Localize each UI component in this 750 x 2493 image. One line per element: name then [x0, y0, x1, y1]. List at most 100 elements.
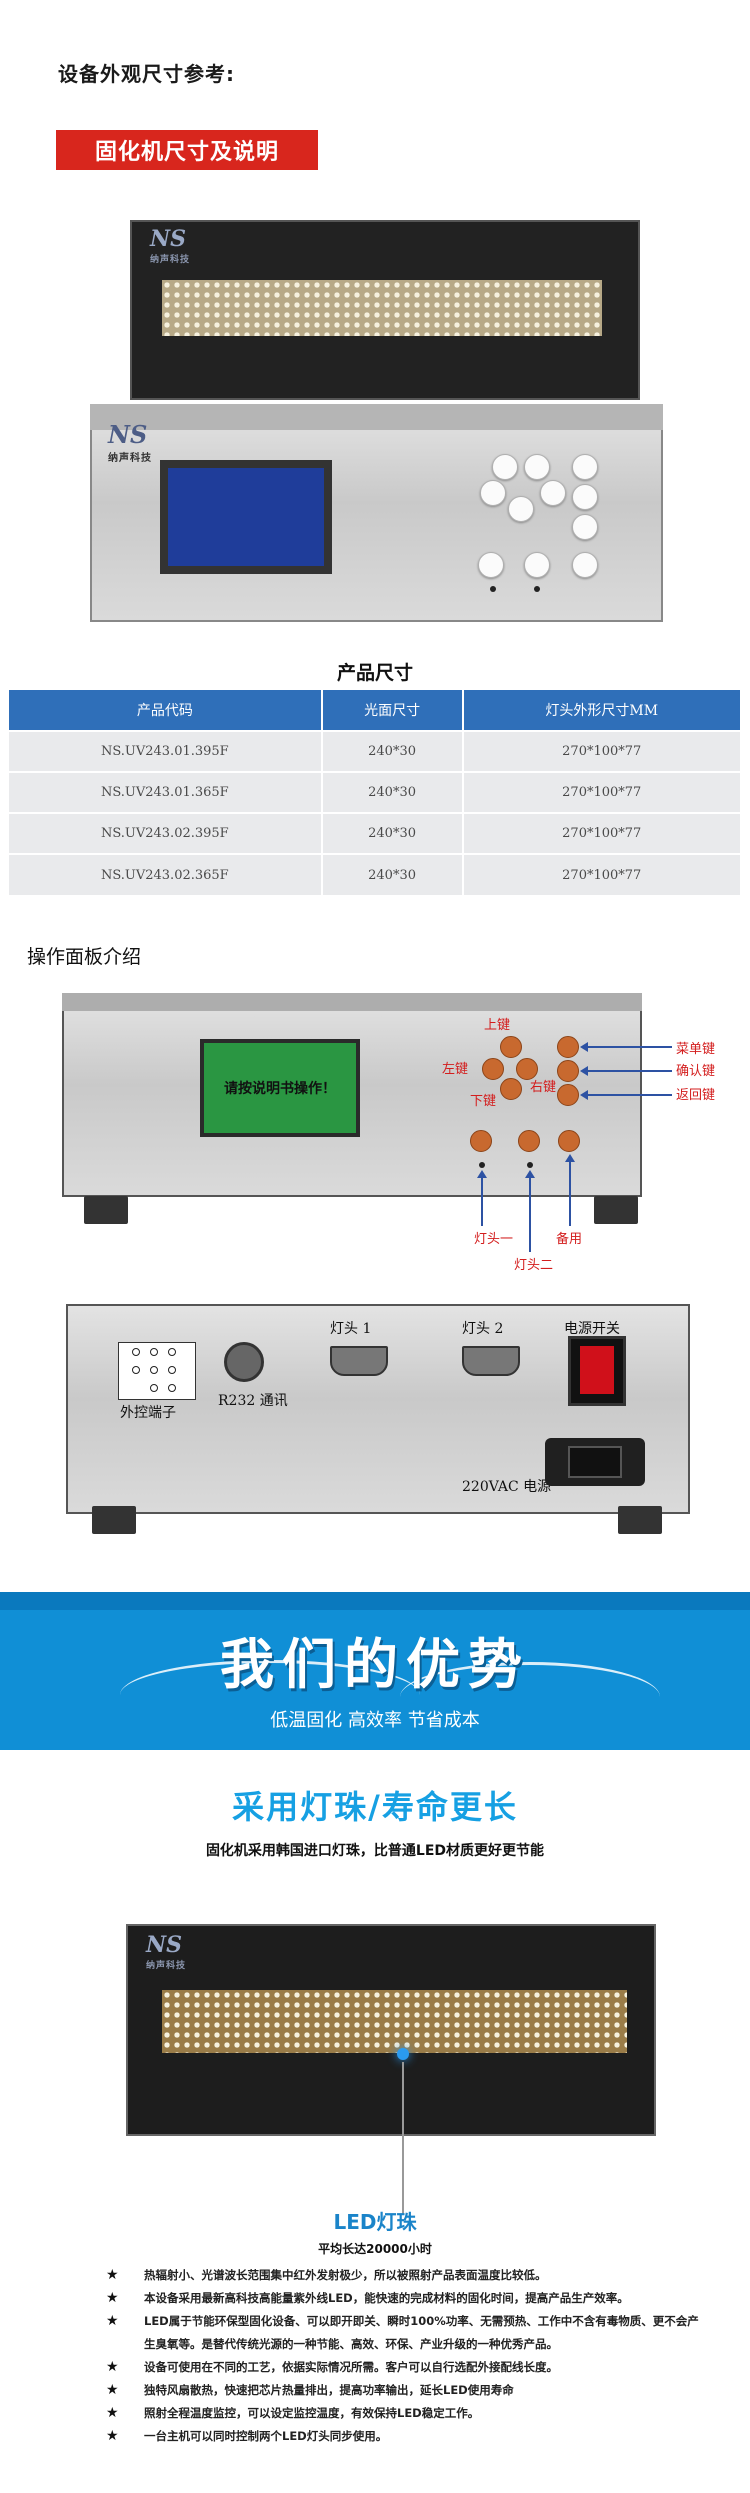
terminal-pin: [132, 1348, 140, 1356]
panel-button: [572, 454, 598, 480]
column-header: 光面尺寸: [321, 690, 464, 731]
panel-button: [572, 484, 598, 510]
front-panel-top-edge: [62, 993, 642, 1011]
list-item: ★一台主机可以同时控制两个LED灯头同步使用。: [106, 2425, 706, 2448]
star-icon: ★: [106, 2313, 119, 2329]
panel-button: [572, 514, 598, 540]
table-cell: 270*100*77: [462, 771, 742, 813]
column-header: 灯头外形尺寸MM: [462, 690, 742, 731]
left-key: [482, 1058, 504, 1080]
table-cell: NS.UV243.01.365F: [9, 771, 323, 813]
panel-button: [492, 454, 518, 480]
advantage-title: 采用灯珠/寿命更长: [232, 1788, 518, 1826]
size-table: 产品代码 光面尺寸 灯头外形尺寸MM NS.UV243.01.395F 240*…: [9, 690, 742, 895]
table-row: NS.UV243.01.395F 240*30 270*100*77: [9, 730, 742, 772]
panel-section-title: 操作面板介绍: [27, 946, 142, 968]
confirm-key-label: 确认键: [676, 1064, 716, 1079]
confirm-key: [557, 1060, 579, 1082]
column-header: 产品代码: [9, 690, 323, 731]
table-row: NS.UV243.02.365F 240*30 270*100*77: [9, 853, 742, 895]
terminal-pin: [150, 1348, 158, 1356]
device-foot: [594, 1196, 638, 1224]
terminal-pin: [168, 1384, 176, 1392]
lamp1-key-label: 灯头一: [474, 1232, 514, 1247]
star-icon: ★: [106, 2382, 119, 2398]
table-cell: 270*100*77: [462, 853, 742, 895]
rs232-port: [224, 1342, 264, 1382]
lamp1-port-label: 灯头 1: [330, 1321, 372, 1337]
device-foot: [92, 1506, 136, 1534]
banner-swoosh: [120, 1660, 420, 1730]
spare-key-label: 备用: [556, 1232, 583, 1247]
device-foot: [84, 1196, 128, 1224]
spare-key-arrow: [565, 1154, 575, 1226]
table-cell: 240*30: [321, 771, 464, 813]
list-item: ★本设备采用最新高科技高能量紫外线LED，能快速的完成材料的固化时间，提高产品生…: [106, 2287, 706, 2310]
power-socket-label: 220VAC 电源: [462, 1479, 552, 1495]
section-title: 设备外观尺寸参考:: [58, 62, 235, 86]
lamp1-port: [330, 1346, 388, 1376]
lamp2-key: [518, 1130, 540, 1152]
terminal-pin: [150, 1384, 158, 1392]
back-key-arrow: [580, 1090, 672, 1100]
table-caption: 产品尺寸: [336, 662, 413, 684]
lcd-screen: [160, 460, 332, 574]
controller-top-edge: [90, 404, 663, 430]
lamp2-port: [462, 1346, 520, 1376]
table-cell: 240*30: [321, 812, 464, 854]
down-key-label: 下键: [470, 1094, 497, 1109]
list-item: ★照射全程温度监控，可以设定监控温度，有效保持LED稳定工作。: [106, 2402, 706, 2425]
back-key-label: 返回键: [676, 1088, 716, 1103]
down-key: [500, 1078, 522, 1100]
device-foot: [618, 1506, 662, 1534]
table-row: NS.UV243.01.365F 240*30 270*100*77: [9, 771, 742, 813]
list-item: ★设备可使用在不同的工艺，依据实际情况所需。客户可以自行选配外接配线长度。: [106, 2356, 706, 2379]
left-key-label: 左键: [442, 1062, 469, 1077]
right-key-label: 右键: [530, 1080, 557, 1095]
terminal-label: 外控端子: [120, 1405, 176, 1421]
star-icon: ★: [106, 2359, 119, 2375]
table-cell: 240*30: [321, 730, 464, 772]
led-array: [162, 280, 602, 336]
spare-key: [558, 1130, 580, 1152]
list-item: ★独特风扇散热，快速把芯片热量排出，提高功率输出，延长LED使用寿命: [106, 2379, 706, 2402]
led-title: LED灯珠: [333, 2210, 417, 2234]
terminal-pin: [168, 1366, 176, 1374]
menu-key: [557, 1036, 579, 1058]
section-badge: 固化机尺寸及说明: [56, 130, 326, 174]
banner-top-band: [0, 1592, 750, 1610]
led-lifetime: 平均长达20000小时: [318, 2242, 432, 2256]
banner-swoosh: [400, 1662, 660, 1732]
list-item: ★热辐射小、光谱波长范围集中红外发射极少，所以被照射产品表面温度比较低。: [106, 2264, 706, 2287]
table-row: NS.UV243.02.395F 240*30 270*100*77: [9, 812, 742, 854]
back-key: [557, 1084, 579, 1106]
power-switch-rocker: [580, 1346, 614, 1394]
panel-button: [540, 480, 566, 506]
banner-title: 我们的优势: [220, 1633, 530, 1696]
led-array: [162, 1990, 627, 2053]
indicator-light: [490, 586, 496, 592]
panel-button: [508, 496, 534, 522]
panel-button: [480, 480, 506, 506]
led-highlight: [397, 2048, 409, 2060]
right-key: [516, 1058, 538, 1080]
lamp2-port-label: 灯头 2: [462, 1321, 504, 1337]
rs232-label: R232 通讯: [218, 1393, 288, 1409]
table-cell: NS.UV243.01.395F: [9, 730, 323, 772]
power-switch-label: 电源开关: [564, 1321, 620, 1337]
table-cell: NS.UV243.02.365F: [9, 853, 323, 895]
table-cell: 270*100*77: [462, 730, 742, 772]
star-icon: ★: [106, 2428, 119, 2444]
power-socket-inlet: [568, 1446, 622, 1478]
table-cell: NS.UV243.02.395F: [9, 812, 323, 854]
star-icon: ★: [106, 2267, 119, 2283]
indicator-light: [534, 586, 540, 592]
banner-subtitle: 低温固化 高效率 节省成本: [270, 1710, 480, 1731]
panel-button: [572, 552, 598, 578]
confirm-key-arrow: [580, 1066, 672, 1076]
lamp2-key-arrow: [525, 1170, 535, 1252]
list-item: ★LED属于节能环保型固化设备、可以即开即关、瞬时100%功率、无需预热、工作中…: [106, 2310, 706, 2356]
